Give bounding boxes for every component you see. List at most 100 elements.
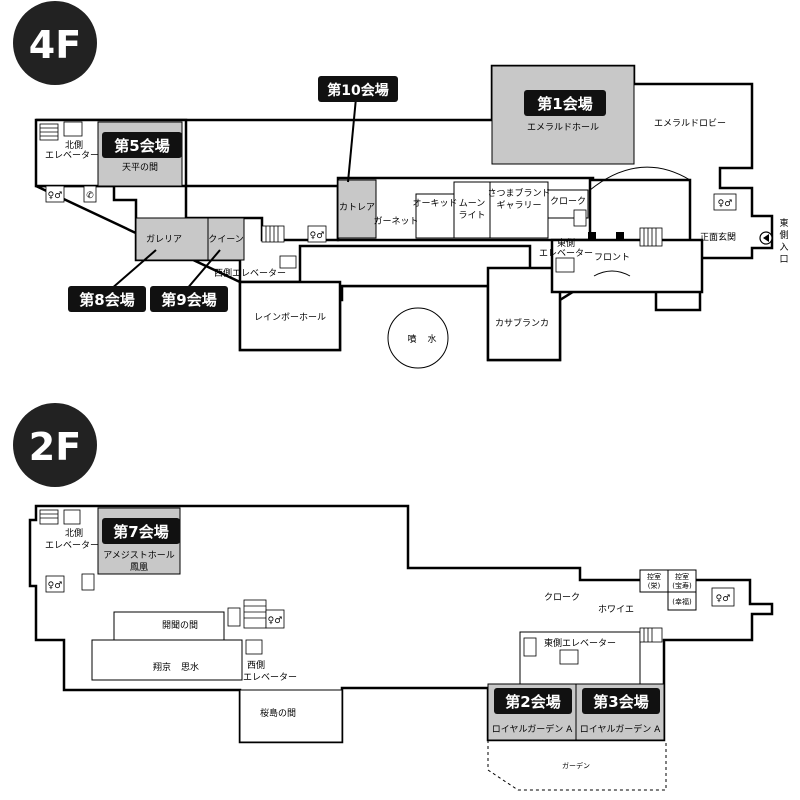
label-front: フロント — [594, 253, 630, 263]
room-queen[interactable] — [207, 217, 245, 261]
room-orchid[interactable] — [415, 193, 455, 239]
elevator-icon — [279, 255, 297, 269]
room-kaikai[interactable] — [113, 611, 225, 641]
svg-text:第2会場: 第2会場 — [505, 693, 560, 711]
room-waiting-3[interactable] — [667, 591, 697, 611]
label-waiting-1-b: (栄) — [648, 581, 661, 590]
label-galleria: ガレリア — [146, 234, 182, 245]
floor-4f: 4F — [13, 1, 789, 369]
label-main-entrance: 正面玄関 — [700, 231, 736, 243]
phone-icon — [573, 209, 587, 227]
label-cattleya: カトレア — [339, 202, 375, 213]
svg-text:第7会場: 第7会場 — [113, 523, 168, 541]
label-2f-east-elev: 東側エレベーター — [544, 637, 616, 649]
svg-text:第5会場: 第5会場 — [114, 137, 169, 155]
svg-text:✆: ✆ — [86, 191, 94, 201]
garden-outline — [487, 740, 667, 791]
label-moonlight-2: ライト — [458, 210, 485, 221]
svg-text:♀♂: ♀♂ — [310, 231, 325, 241]
svg-text:第9会場: 第9会場 — [161, 291, 216, 309]
label-east-elev-2: エレベーター — [539, 248, 593, 259]
elevator-icon — [63, 509, 81, 525]
restroom-icon: ♀♂ — [713, 193, 737, 211]
label-west-elev: 西側エレベーター — [214, 267, 286, 279]
svg-text:♀♂: ♀♂ — [268, 616, 283, 626]
label-royal-garden-b: ロイヤルガーデン A — [580, 723, 661, 735]
room-moonlight[interactable] — [453, 181, 491, 239]
label-orchid: オーキッド — [412, 198, 457, 209]
label-2f-cloak: クローク — [544, 592, 580, 603]
label-sakurajima: 桜島の間 — [260, 707, 296, 719]
label-shisui: 思水 — [181, 661, 199, 673]
casablanca-block — [486, 266, 562, 362]
svg-text:第8会場: 第8会場 — [79, 291, 134, 309]
label-royal-garden-a: ロイヤルガーデン A — [492, 723, 573, 735]
restroom-icon: ♀♂ — [45, 575, 65, 593]
label-waiting-1-a: 控室 — [647, 572, 661, 581]
restroom-icon: ♀♂ — [265, 609, 285, 629]
pillar — [588, 232, 596, 240]
phone-icon — [227, 607, 241, 627]
stairs-west — [261, 225, 285, 243]
floor-4f-badge — [13, 1, 97, 85]
badge-venue-1: 第1会場 — [524, 90, 606, 116]
stairs-2f-east — [639, 627, 663, 643]
badge-venue-2: 第2会場 — [494, 688, 572, 714]
label-satsuma-2: ギャラリー — [496, 200, 541, 211]
elevator-icon — [63, 121, 83, 137]
label-garnet: ガーネット — [373, 216, 418, 227]
entrance-arrow-icon — [759, 231, 773, 245]
svg-text:♀♂: ♀♂ — [48, 191, 63, 201]
svg-text:第3会場: 第3会場 — [593, 693, 648, 711]
svg-text:♀♂: ♀♂ — [716, 594, 731, 604]
label-2f-north-elev-2: エレベーター — [45, 540, 99, 551]
elevator-icon — [555, 257, 575, 273]
label-keiryo: 翔京 — [153, 661, 171, 673]
stairs-2f-north — [39, 509, 59, 525]
label-east-entrance-3: 入 — [779, 242, 788, 253]
room-sakurajima[interactable] — [239, 689, 343, 743]
front-desk — [593, 270, 631, 277]
phone-icon — [81, 573, 95, 591]
label-2f-west-elev-2: エレベーター — [243, 672, 297, 683]
label-waiting-2-a: 控室 — [675, 572, 689, 581]
floor-2f-label: 2F — [29, 425, 81, 469]
restroom-icon: ♀♂ — [711, 587, 735, 607]
floor-2f-badge — [13, 403, 97, 487]
label-rainbow-hall: レインボーホール — [254, 312, 326, 323]
room-galleria[interactable] — [135, 217, 209, 261]
room-cattleya[interactable] — [337, 179, 377, 239]
phone-icon: ✆ — [83, 185, 97, 203]
fountain — [387, 307, 449, 369]
badge-venue-5: 第5会場 — [102, 132, 182, 158]
label-waiting-2-b: (宝寿) — [672, 581, 692, 590]
elevator-icon — [559, 649, 579, 665]
label-amethyst-1: アメジストホール — [103, 550, 175, 561]
label-fountain-2: 水 — [427, 333, 436, 345]
label-north-elev-2: エレベーター — [45, 150, 99, 161]
label-garden: ガーデン — [562, 761, 590, 770]
svg-text:♀♂: ♀♂ — [718, 199, 733, 209]
stairs-north — [39, 123, 59, 141]
label-casablanca: カサブランカ — [495, 317, 549, 329]
label-emerald-lobby: エメラルドロビー — [654, 118, 726, 129]
label-east-entrance-2: 側 — [779, 229, 788, 241]
rainbow-hall-block — [238, 280, 342, 352]
label-north-elev-1: 北側 — [65, 139, 83, 151]
stairs-east — [639, 227, 663, 247]
label-east-elev-1: 東側 — [557, 237, 575, 249]
room-foyer-lower[interactable] — [519, 631, 641, 685]
stairs-2f-west — [243, 599, 267, 629]
label-amethyst-2: 鳳凰 — [130, 562, 148, 573]
lobby-curve — [589, 166, 691, 191]
badge-venue-10: 第10会場 — [318, 76, 398, 183]
label-moonlight-1: ムーン — [459, 198, 486, 209]
room-satsuma-gallery[interactable] — [489, 181, 549, 239]
label-satsuma-1: さつまブランド — [487, 187, 550, 199]
label-kaikai: 開聞の間 — [162, 620, 198, 631]
label-cloak: クローク — [550, 196, 586, 207]
room-keiryo[interactable] — [91, 639, 243, 681]
label-fountain-1: 噴 — [407, 333, 416, 345]
badge-venue-7: 第7会場 — [102, 518, 180, 544]
